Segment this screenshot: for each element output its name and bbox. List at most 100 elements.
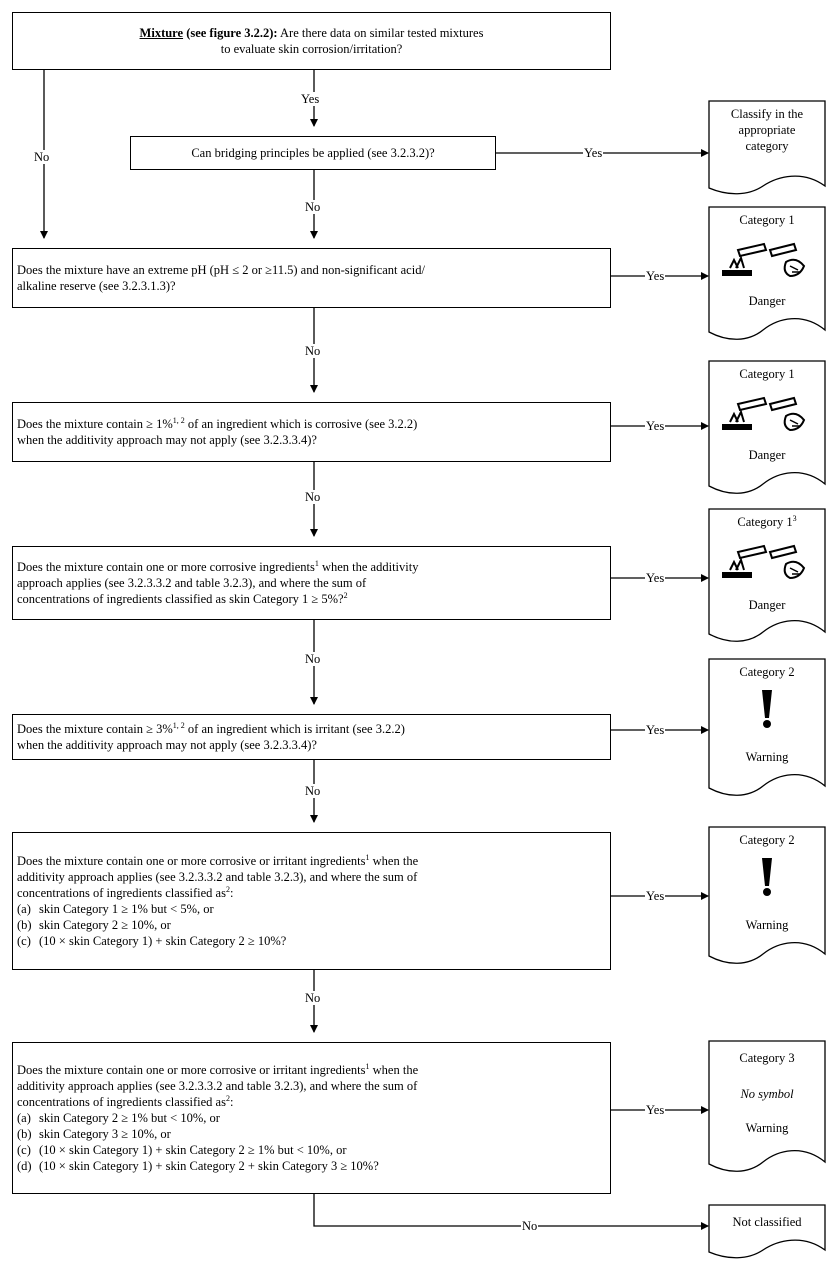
label-yes-top: Yes — [300, 92, 321, 106]
cat3-line3-sup: 2 — [225, 1093, 230, 1103]
corr1-b: of an ingredient which is corrosive (see… — [184, 417, 418, 431]
corr2-sup: 1 — [314, 558, 319, 568]
irr1-a: Does the mixture contain ≥ 3% — [17, 722, 173, 736]
corr1-line2: when the additivity approach may not app… — [17, 433, 317, 447]
label-yes-irr1: Yes — [645, 723, 666, 737]
result-title: Category 3 — [739, 1051, 795, 1065]
signal-word: Warning — [745, 918, 789, 932]
result-title: Category 1 — [739, 367, 795, 381]
signal-word: Danger — [748, 448, 786, 462]
result-title: Category 1 — [739, 213, 795, 227]
classify-line2: appropriate — [738, 123, 796, 137]
result-title: Category 2 — [739, 833, 795, 847]
list-item: (a) skin Category 1 ≥ 1% but < 5%, or — [17, 901, 606, 917]
bridging-text: Can bridging principles be applied (see … — [191, 146, 435, 160]
item-key: (a) — [17, 902, 31, 916]
document-shape — [708, 206, 826, 340]
document-shape — [708, 1040, 826, 1172]
corr2-b: when the additivity — [318, 560, 419, 574]
classify-line1: Classify in the — [730, 107, 804, 121]
cat3-line3: concentrations of ingredients classified… — [17, 1095, 226, 1109]
mixture-lead-ref: (see figure 3.2.2): — [183, 26, 278, 40]
cat3-sup: 1 — [365, 1061, 370, 1071]
mixture-line1: Are there data on similar tested mixture… — [277, 26, 484, 40]
item-text: skin Category 1 ≥ 1% but < 5%, or — [39, 902, 214, 916]
label-yes-cat3: Yes — [645, 1103, 666, 1117]
list-item: (c) (10 × skin Category 1) + skin Categor… — [17, 1142, 606, 1158]
signal-word: Warning — [745, 1121, 789, 1135]
result-title: Category 1 — [737, 515, 793, 529]
corrosion-pictogram-icon — [722, 396, 806, 432]
signal-word: Danger — [748, 598, 786, 612]
corr2-line3: concentrations of ingredients classified… — [17, 592, 344, 606]
item-key: (b) — [17, 918, 32, 932]
item-key: (d) — [17, 1159, 32, 1173]
item-text: (10 × skin Category 1) + skin Category 2… — [39, 934, 287, 948]
corr2-line3-sup: 2 — [343, 590, 348, 600]
corr2-line2: approach applies (see 3.2.3.3.2 and tabl… — [17, 576, 367, 590]
irr2-line3-sup: 2 — [225, 884, 230, 894]
item-text: (10 × skin Category 1) + skin Category 2… — [39, 1159, 379, 1173]
item-key: (a) — [17, 1111, 31, 1125]
no-symbol-text: No symbol — [740, 1087, 794, 1101]
list-item: (b) skin Category 3 ≥ 10%, or — [17, 1126, 606, 1142]
cat3-line3-colon: : — [229, 1095, 234, 1109]
cat3-line2: additivity approach applies (see 3.2.3.3… — [17, 1079, 418, 1093]
result-category1-additive: Category 13 Danger — [708, 508, 826, 646]
irr2-line2: additivity approach applies (see 3.2.3.3… — [17, 870, 418, 884]
document-shape — [708, 360, 826, 494]
question-extreme-ph: Does the mixture have an extreme pH (pH … — [12, 248, 611, 308]
classify-line3: category — [745, 139, 789, 153]
irr2-sup: 1 — [365, 852, 370, 862]
label-no-ph: No — [304, 344, 322, 358]
document-shape — [708, 508, 826, 642]
question-mixture-data: Mixture (see figure 3.2.2): Are there da… — [12, 12, 611, 70]
label-yes-bridge: Yes — [583, 146, 604, 160]
label-no-final: No — [521, 1219, 539, 1233]
corr1-sup: 1, 2 — [172, 415, 185, 425]
label-no-irr1: No — [304, 784, 322, 798]
question-bridging: Can bridging principles be applied (see … — [130, 136, 496, 170]
item-text: (10 × skin Category 1) + skin Category 2… — [39, 1143, 347, 1157]
list-item: (b)skin Category 2 ≥ 10%, or — [17, 917, 606, 933]
ph-line1: Does the mixture have an extreme pH (pH … — [17, 263, 425, 277]
question-corrosive-additive: Does the mixture contain one or more cor… — [12, 546, 611, 620]
signal-word: Danger — [748, 294, 786, 308]
item-key: (b) — [17, 1127, 32, 1141]
question-category3: Does the mixture contain one or more cor… — [12, 1042, 611, 1194]
mixture-lead: Mixture — [139, 26, 184, 40]
cat3-a: Does the mixture contain one or more cor… — [17, 1063, 366, 1077]
result-title: Category 2 — [739, 665, 795, 679]
irr2-line3-colon: : — [229, 886, 234, 900]
irr2-b: when the — [369, 854, 419, 868]
question-corrosive-nonadditive: Does the mixture contain ≥ 1%1, 2 of an … — [12, 402, 611, 462]
result-title-sup: 3 — [792, 513, 797, 523]
list-item: (d) (10 × skin Category 1) + skin Categor… — [17, 1158, 606, 1174]
question-irritant-additive: Does the mixture contain one or more cor… — [12, 832, 611, 970]
item-key: (c) — [17, 934, 31, 948]
signal-word: Warning — [745, 750, 789, 764]
label-no-corr1: No — [304, 490, 322, 504]
result-category2-additive: Category 2 Warning — [708, 826, 826, 968]
corrosion-pictogram-icon — [722, 242, 806, 278]
result-classify: Classify in the appropriate category — [708, 100, 826, 198]
irr1-sup: 1, 2 — [172, 720, 185, 730]
question-irritant-nonadditive: Does the mixture contain ≥ 3%1, 2 of an … — [12, 714, 611, 760]
label-no-bridge: No — [304, 200, 322, 214]
label-yes-ph: Yes — [645, 269, 666, 283]
irr1-b: of an ingredient which is irritant (see … — [184, 722, 405, 736]
label-yes-corr1: Yes — [645, 419, 666, 433]
item-text: skin Category 3 ≥ 10%, or — [39, 1127, 171, 1141]
result-category1-ph: Category 1 Danger — [708, 206, 826, 344]
label-yes-irr2: Yes — [645, 889, 666, 903]
ph-line2: alkaline reserve (see 3.2.3.1.3)? — [17, 279, 176, 293]
item-key: (c) — [17, 1143, 31, 1157]
list-item: (a)skin Category 2 ≥ 1% but < 10%, or — [17, 1110, 606, 1126]
cat3-b: when the — [369, 1063, 419, 1077]
irr1-line2: when the additivity approach may not app… — [17, 738, 317, 752]
result-not-classified: Not classified — [708, 1204, 826, 1259]
exclamation-mark-icon — [762, 690, 772, 728]
irr2-line3: concentrations of ingredients classified… — [17, 886, 226, 900]
document-shape — [708, 100, 826, 195]
corrosion-pictogram-icon — [722, 544, 806, 580]
